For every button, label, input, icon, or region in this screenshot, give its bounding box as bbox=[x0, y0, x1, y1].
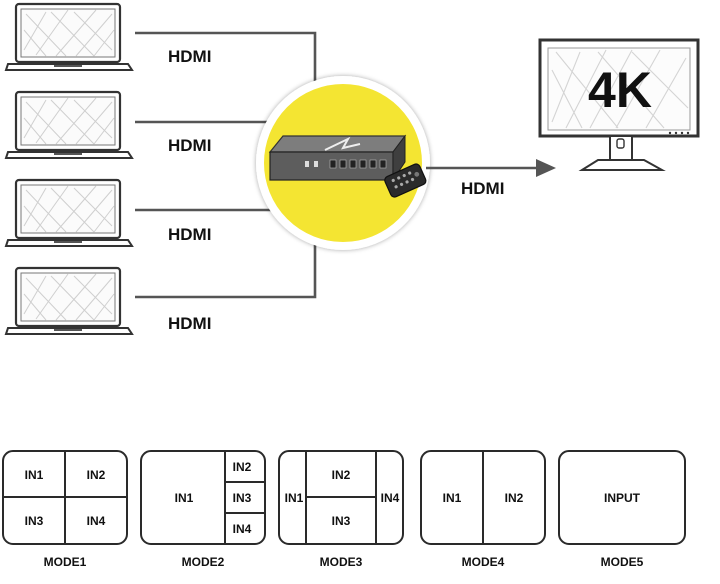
laptop-icon bbox=[4, 266, 134, 336]
mode-cell: IN3 bbox=[332, 514, 351, 528]
display-modes: IN1 IN2 IN3 IN4 MODE1 IN1 IN2 IN3 IN4 MO… bbox=[2, 450, 686, 569]
mode1-layout: IN1 IN2 IN3 IN4 MODE1 bbox=[2, 450, 128, 569]
mode-cell: IN1 bbox=[25, 468, 44, 482]
mode-cell: IN2 bbox=[505, 491, 524, 505]
mode2-layout: IN1 IN2 IN3 IN4 MODE2 bbox=[140, 450, 266, 569]
remote-control-icon bbox=[384, 163, 427, 198]
mode4-layout: IN1 IN2 MODE4 bbox=[420, 450, 546, 569]
display-badge: 4K bbox=[588, 62, 652, 118]
mode-name: MODE4 bbox=[462, 555, 505, 569]
mode-cell: IN1 bbox=[175, 491, 194, 505]
mode-cell: IN3 bbox=[233, 491, 252, 505]
mode-cell: IN4 bbox=[233, 522, 252, 536]
mode-cell: IN3 bbox=[25, 514, 44, 528]
mode3-layout: IN1 IN2 IN3 IN4 MODE3 bbox=[278, 450, 404, 569]
mode-name: MODE1 bbox=[44, 555, 87, 569]
mode-cell: IN4 bbox=[87, 514, 106, 528]
hdmi-label: HDMI bbox=[168, 225, 211, 244]
mode-cell: IN1 bbox=[443, 491, 462, 505]
hdmi-output-label: HDMI bbox=[461, 179, 504, 198]
hdmi-label: HDMI bbox=[168, 47, 211, 66]
mode-name: MODE3 bbox=[320, 555, 363, 569]
mode-cell: IN2 bbox=[332, 468, 351, 482]
laptop-icon bbox=[4, 2, 134, 72]
laptop-icon bbox=[4, 178, 134, 248]
hdmi-label: HDMI bbox=[168, 136, 211, 155]
hdmi-label: HDMI bbox=[168, 314, 211, 333]
mode-cell: INPUT bbox=[604, 491, 641, 505]
mode-cell: IN1 bbox=[285, 491, 304, 505]
mode-cell: IN4 bbox=[381, 491, 400, 505]
mode5-layout: INPUT MODE5 bbox=[558, 450, 686, 569]
input-wires bbox=[135, 31, 317, 299]
mode-name: MODE2 bbox=[182, 555, 225, 569]
mode-cell: IN2 bbox=[87, 468, 106, 482]
mode-cell: IN2 bbox=[233, 460, 252, 474]
hdmi-switch-icon bbox=[268, 134, 407, 182]
arrow-icon bbox=[536, 159, 556, 177]
laptop-icon bbox=[4, 90, 134, 160]
monitor-icon bbox=[538, 38, 700, 171]
mode-name: MODE5 bbox=[601, 555, 644, 569]
